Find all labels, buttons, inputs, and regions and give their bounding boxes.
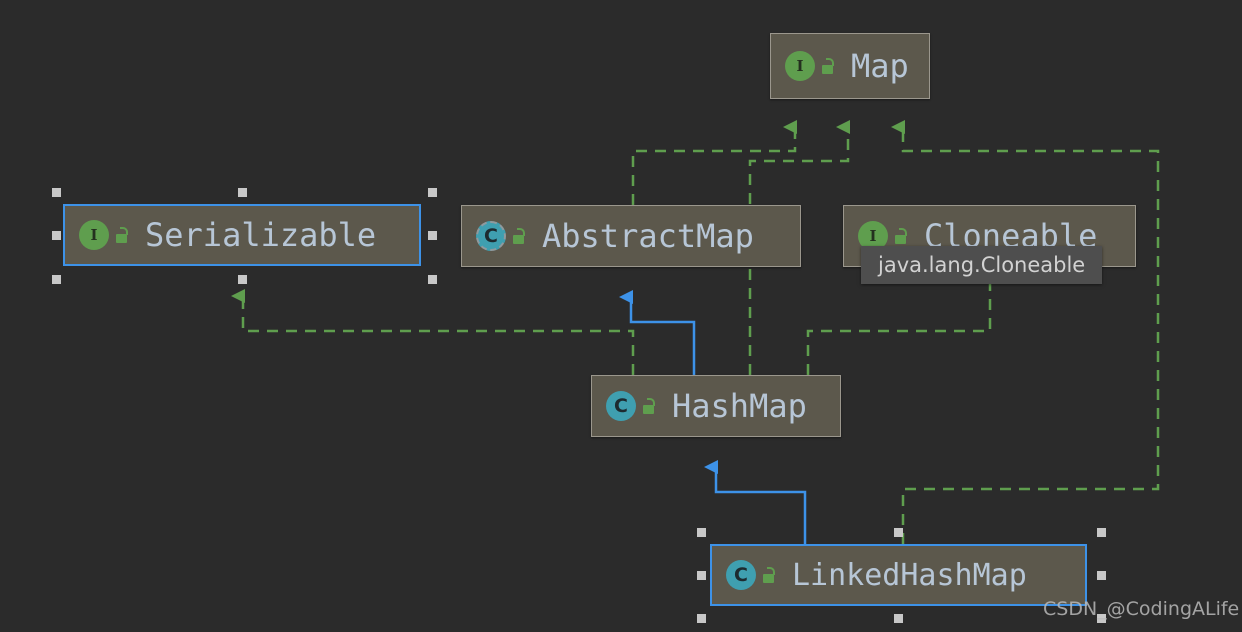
watermark: CSDN_@CodingALife <box>1043 598 1239 620</box>
unlocked-public-icon <box>513 228 528 244</box>
resize-handle-w[interactable] <box>697 571 706 580</box>
tooltip-text: java.lang.Cloneable <box>878 253 1086 277</box>
uml-node-hashmap[interactable]: C HashMap <box>591 375 841 437</box>
unlocked-public-icon <box>895 228 910 244</box>
resize-handle-n[interactable] <box>238 188 247 197</box>
uml-node-serializable[interactable]: I Serializable <box>63 204 421 266</box>
uml-node-linkedhashmap[interactable]: C LinkedHashMap <box>710 544 1087 606</box>
resize-handle-n[interactable] <box>894 528 903 537</box>
uml-node-label: AbstractMap <box>542 217 754 255</box>
tooltip-cloneable-fqn: java.lang.Cloneable <box>861 246 1103 284</box>
resize-handle-e[interactable] <box>1097 571 1106 580</box>
resize-handle-s[interactable] <box>894 614 903 623</box>
resize-handle-w[interactable] <box>52 231 61 240</box>
resize-handle-se[interactable] <box>428 275 437 284</box>
resize-handle-se[interactable] <box>1097 614 1106 623</box>
edge-linkedhashmap-implements-map <box>891 120 1160 544</box>
edge-abstractmap-implements-map <box>631 120 797 205</box>
interface-icon: I <box>785 51 815 81</box>
uml-node-label: LinkedHashMap <box>792 557 1027 593</box>
uml-node-label: Map <box>851 47 909 85</box>
interface-icon: I <box>79 220 109 250</box>
resize-handle-nw[interactable] <box>52 188 61 197</box>
uml-node-label: Serializable <box>145 216 377 254</box>
resize-handle-nw[interactable] <box>697 528 706 537</box>
resize-handle-s[interactable] <box>238 275 247 284</box>
resize-handle-e[interactable] <box>428 231 437 240</box>
resize-handle-ne[interactable] <box>428 188 437 197</box>
uml-node-label: HashMap <box>672 387 807 425</box>
unlocked-public-icon <box>822 58 837 74</box>
abstract-class-icon: C <box>476 221 506 251</box>
watermark-text: CSDN_@CodingALife <box>1043 598 1240 620</box>
edge-hashmap-extends-abstractmap <box>619 290 696 375</box>
edge-linkedhashmap-extends-hashmap <box>704 460 807 544</box>
class-icon: C <box>726 560 756 590</box>
resize-handle-sw[interactable] <box>697 614 706 623</box>
unlocked-public-icon <box>643 398 658 414</box>
resize-handle-ne[interactable] <box>1097 528 1106 537</box>
unlocked-public-icon <box>763 567 778 583</box>
edge-hashmap-implements-serializable <box>231 289 635 375</box>
uml-node-abstractmap[interactable]: C AbstractMap <box>461 205 801 267</box>
class-icon: C <box>606 391 636 421</box>
uml-node-map[interactable]: I Map <box>770 33 930 99</box>
unlocked-public-icon <box>116 227 131 243</box>
resize-handle-sw[interactable] <box>52 275 61 284</box>
